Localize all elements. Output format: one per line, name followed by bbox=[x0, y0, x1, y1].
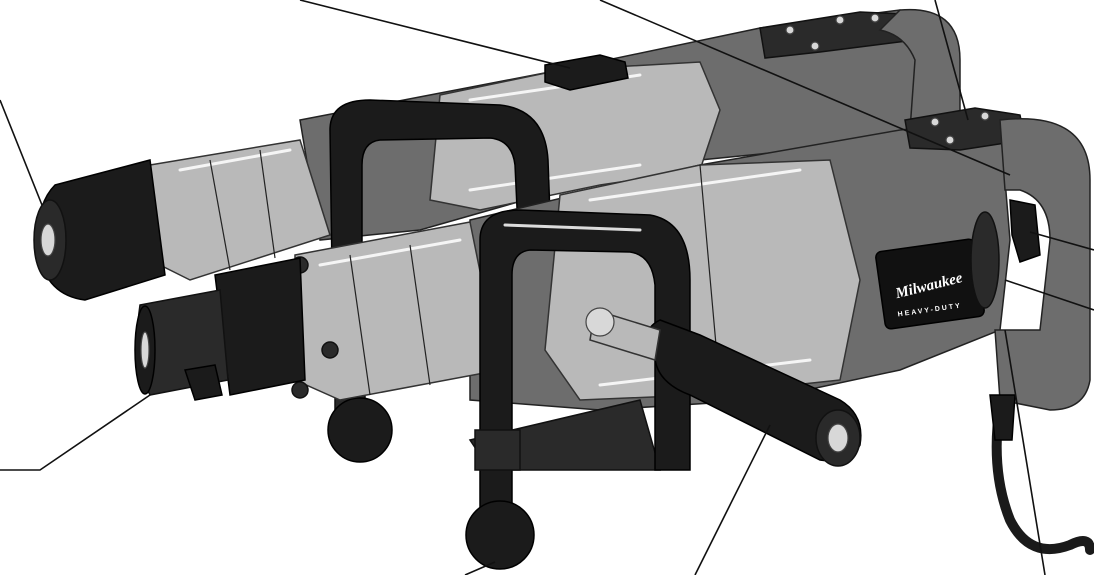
leader-line-auxiliary-grip bbox=[694, 424, 771, 575]
lower-rotary-hammer: Milwaukee HEAVY-DUTY bbox=[134, 107, 1094, 570]
depth-rod-collar bbox=[474, 429, 521, 471]
brand-badge: Milwaukee HEAVY-DUTY bbox=[875, 238, 985, 330]
leader-line-bit-latch bbox=[0, 394, 151, 471]
lower-depth-knob bbox=[465, 500, 535, 570]
upper-depth-knob bbox=[327, 397, 393, 463]
lower-chuck bbox=[214, 257, 306, 396]
leader-line-mode-selector bbox=[299, 0, 571, 69]
leader-line-speed-dial bbox=[1004, 279, 1094, 311]
leader-line-cord bbox=[1004, 329, 1046, 575]
leader-line-depth-knob bbox=[464, 561, 496, 575]
cord-strain-relief bbox=[989, 394, 1016, 441]
leader-line-chuck bbox=[0, 99, 43, 206]
leader-line-trigger bbox=[1029, 231, 1094, 251]
lower-side-handle bbox=[479, 209, 691, 521]
speed-dial bbox=[970, 211, 1000, 309]
lower-chuck-body bbox=[294, 221, 501, 401]
power-cord bbox=[991, 400, 1094, 555]
leader-line-handle-release bbox=[599, 0, 1011, 176]
bit-latch bbox=[184, 364, 223, 401]
upper-mode-selector bbox=[544, 54, 629, 91]
leader-line-top-plate bbox=[934, 0, 969, 121]
trigger bbox=[1009, 199, 1041, 263]
lower-rear-handle bbox=[994, 118, 1091, 411]
